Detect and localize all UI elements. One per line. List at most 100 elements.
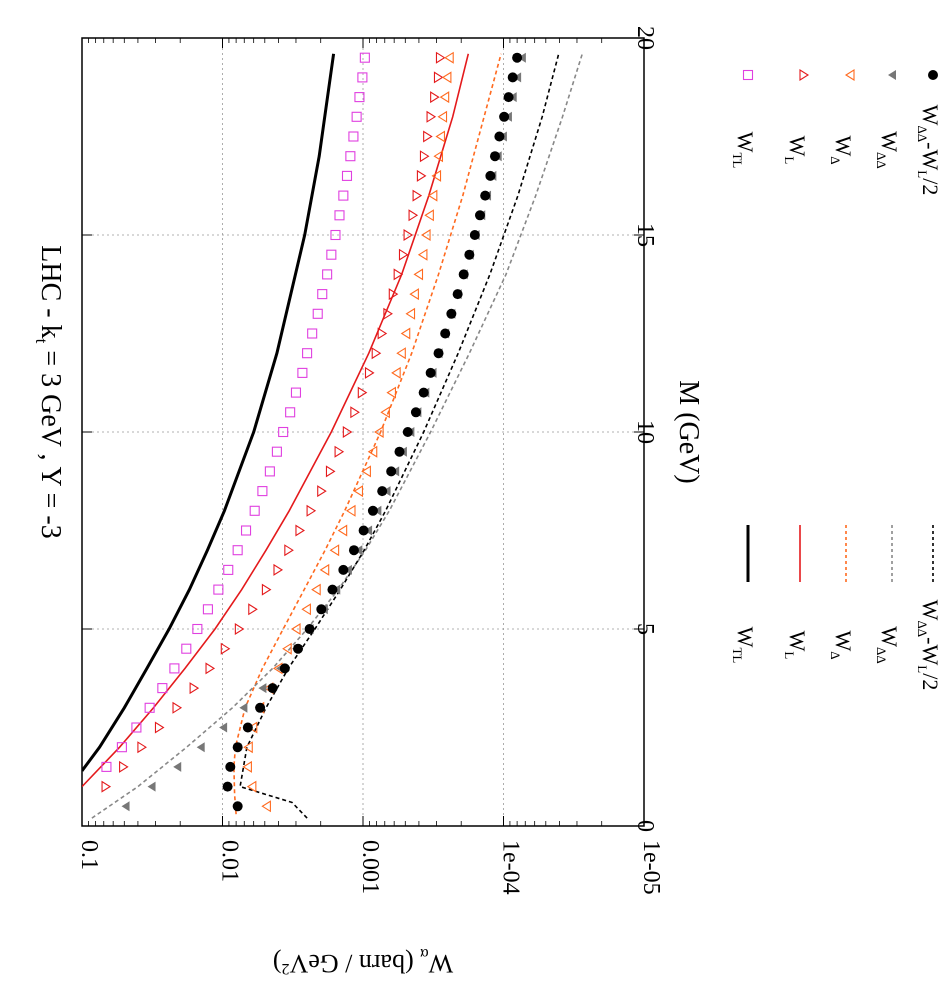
data-point-circle [255,702,266,713]
data-point-circle [232,801,243,812]
y-tick-label: 1e-04 [498,840,524,895]
data-point-triangle-right [383,307,393,320]
data-point-triangle-left [405,307,416,320]
data-point-triangle-filled [888,70,896,80]
data-point-square [232,545,243,556]
data-point-circle [928,70,938,80]
y-tick-label: 0.01 [217,840,243,882]
data-point-triangle-left [413,268,424,281]
data-point-circle [293,643,304,654]
legend-point-label: WL [782,136,810,165]
data-point-triangle-left [246,780,257,793]
data-point-circle [489,151,500,162]
legend-point-label: WΔΔ [874,131,902,169]
x-tick-label: 10 [632,420,658,444]
data-point-square [192,623,203,635]
data-point-triangle-right [799,69,810,81]
data-point-square [290,387,302,398]
data-point-circle [338,564,349,575]
plot-area [81,37,645,827]
axis-labels: M (GeV) Wα (barn / GeV2) LHC - kt = 3 GeV … [32,245,704,978]
data-point-triangle-right [364,366,375,379]
data-point-triangle-right [408,209,419,222]
legend-line-label: WTL [730,627,758,664]
data-point-square [345,151,356,162]
data-point-square [202,604,213,615]
data-point-circle [507,72,518,83]
data-point-circle [474,210,485,221]
series-line [239,53,560,819]
data-point-triangle-left [391,366,401,379]
data-point-triangle-right [426,110,437,123]
data-point-triangle-left [367,445,378,458]
data-point-triangle-right [435,51,446,64]
data-point-triangle-filled [239,702,248,713]
data-point-triangle-left [421,229,431,241]
data-point-triangle-left [380,406,390,419]
data-point-square [257,486,268,497]
data-point-triangle-left [337,524,348,537]
data-point-triangle-left [424,209,434,222]
data-point-triangle-left [844,69,855,81]
data-point-triangle-right [295,524,306,537]
legend-line-label: WΔΔ [874,626,902,664]
data-point-square [169,663,180,674]
data-point-square [317,289,328,300]
data-point-circle [452,289,463,300]
y-axis-label: Wα (barn / GeV2) [273,945,453,978]
data-point-circle [222,781,233,792]
data-point-triangle-right [357,386,368,399]
data-point-triangle-left [435,130,446,143]
data-point-square [341,170,353,181]
data-point-square [240,525,252,536]
y-tick-label: 0.1 [76,840,102,870]
x-axis-label: M (GeV) [673,380,704,483]
legend-line-label: WΔ [828,630,856,659]
chart-title: LHC - kt = 3 GeV , Y = -3 [32,245,66,538]
data-point-triangle-right [334,445,345,458]
series-line [82,53,470,788]
data-point-triangle-right [189,682,200,695]
data-point-square [302,348,313,359]
data-point-square [249,505,260,516]
data-point-circle [458,269,469,280]
data-point-triangle-left [242,760,252,773]
x-tick-label: 15 [632,223,658,247]
data-point-triangle-filled [147,781,156,792]
legend-point-label: WΔ [828,135,856,164]
data-point-triangle-left [441,71,452,84]
data-point-circle [377,486,388,497]
data-point-triangle-left [261,800,271,813]
data-point-triangle-left [444,51,454,64]
data-point-circle [225,761,236,772]
legend-line-label: WΔΔ-WL/2 [915,600,943,691]
data-point-triangle-left [311,583,321,596]
data-point-square [264,466,275,477]
data-point-square [351,111,362,122]
data-point-triangle-left [437,110,448,123]
y-tick-label: 0.001 [357,840,383,894]
data-point-square [297,367,308,378]
data-point-triangle-left [400,327,411,340]
data-point-triangle-right [172,701,183,714]
data-point-circle [304,624,315,634]
data-point-circle [327,584,338,595]
x-tick-label: 20 [632,26,658,50]
data-point-circle [418,387,429,398]
data-point-circle [358,525,369,536]
data-point-triangle-left [361,465,371,478]
data-point-square [354,92,365,103]
data-point-circle [494,131,505,142]
data-point-triangle-filled [219,722,228,733]
data-point-circle [348,545,359,556]
data-point-triangle-right [377,327,388,340]
data-point-triangle-right [137,741,147,754]
data-point-circle [316,604,327,615]
data-point-circle [242,722,253,733]
data-point-circle [503,92,514,103]
data-point-circle [512,52,523,63]
series-line [233,53,502,815]
data-point-circle [440,328,451,339]
